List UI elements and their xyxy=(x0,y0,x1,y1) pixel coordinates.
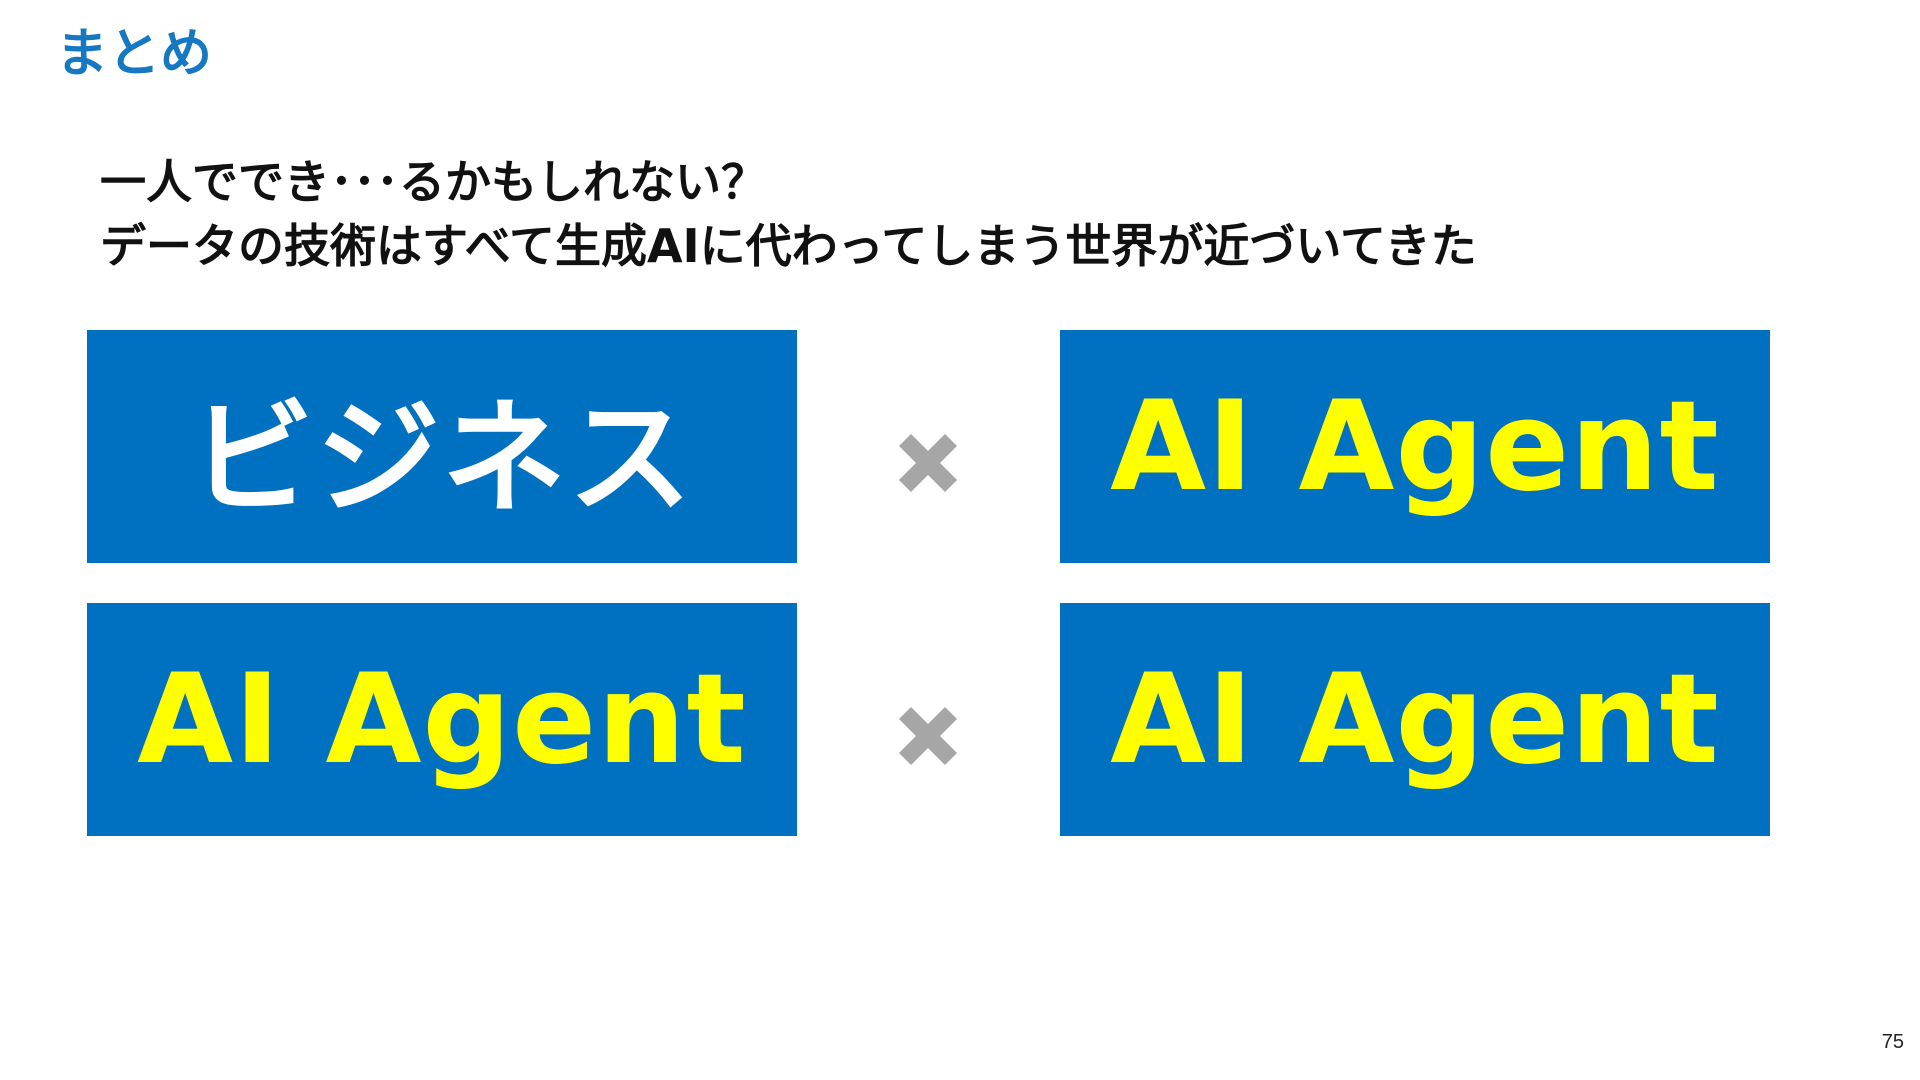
page-number: 75 xyxy=(1881,1031,1904,1053)
multiply-sign-icon xyxy=(898,706,958,766)
ai-agent-box-bottom-right: AI Agent xyxy=(1060,603,1770,836)
ai-agent-label: AI Agent xyxy=(1110,374,1720,519)
subtitle-line-1: 一人ででき･･･るかもしれない？ xyxy=(100,155,767,209)
ai-agent-label: AI Agent xyxy=(1110,647,1720,792)
ai-agent-box-top-right: AI Agent xyxy=(1060,330,1770,563)
business-label: ビジネス xyxy=(189,386,694,531)
multiply-sign-icon xyxy=(898,433,958,493)
business-box: ビジネス xyxy=(87,330,797,563)
subtitle: 一人ででき･･･るかもしれない？ データの技術はすべて生成AIに代わってしまう世… xyxy=(100,150,1477,278)
subtitle-line-2: データの技術はすべて生成AIに代わってしまう世界が近づいてきた xyxy=(100,219,1477,273)
ai-agent-box-bottom-left: AI Agent xyxy=(87,603,797,836)
ai-agent-label: AI Agent xyxy=(137,647,747,792)
slide-title: まとめ xyxy=(56,24,213,84)
